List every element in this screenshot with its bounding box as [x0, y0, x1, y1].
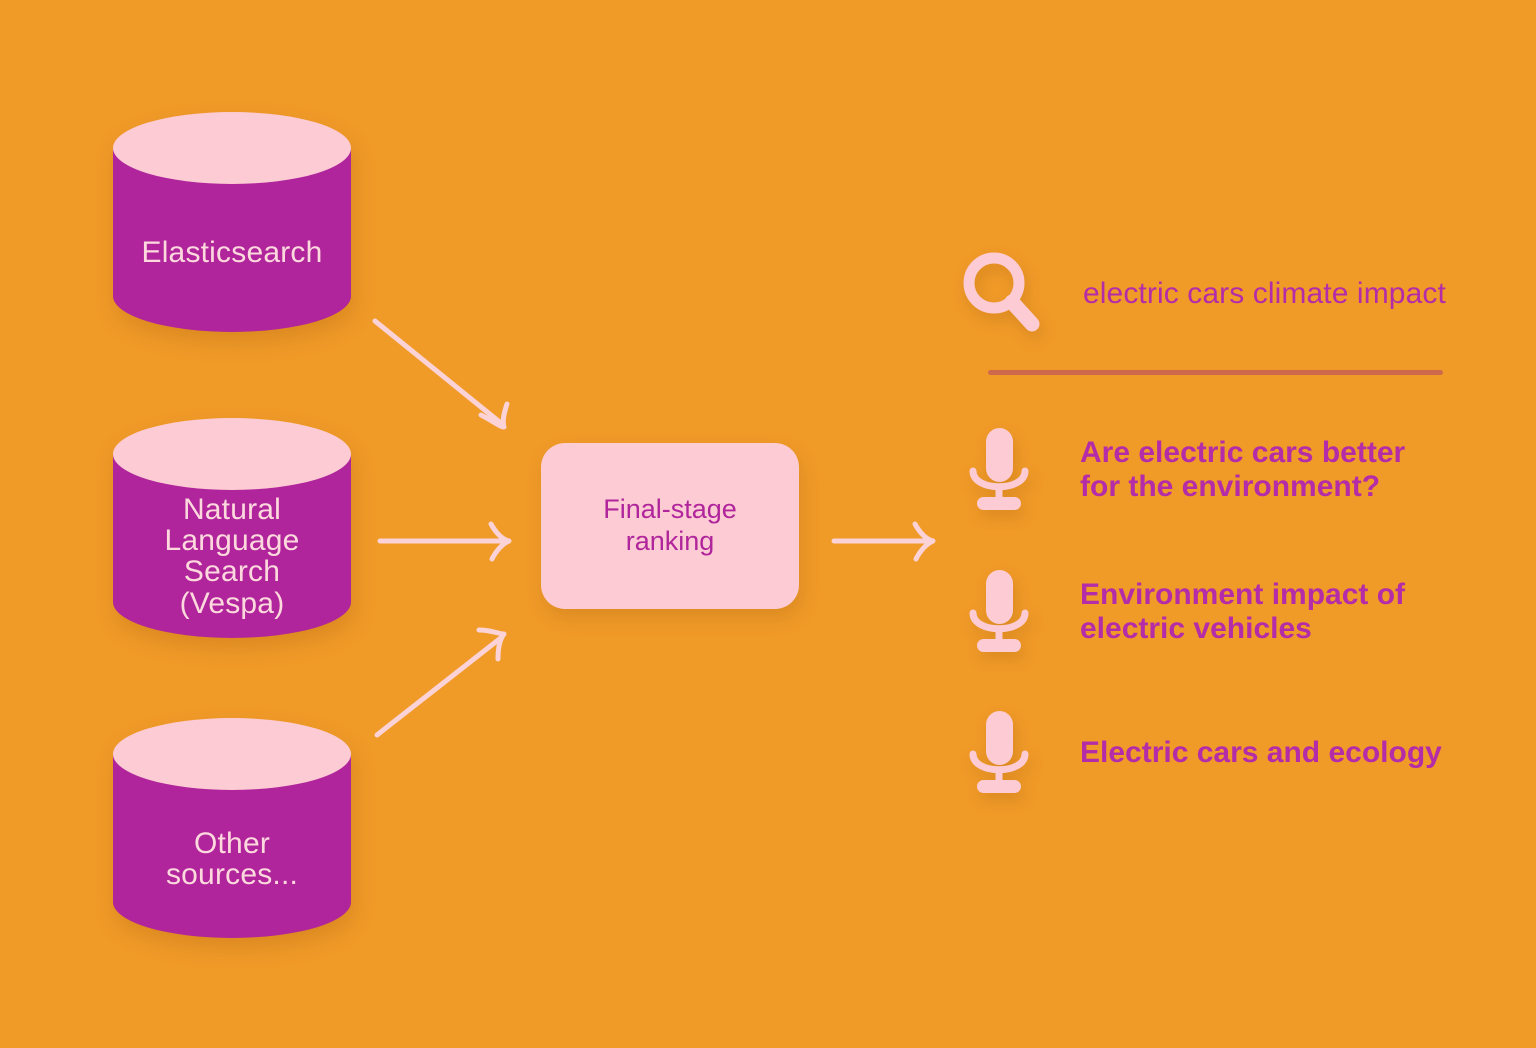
microphone-icon[interactable]	[963, 424, 1035, 516]
arrow-elasticsearch-to-ranking	[372, 318, 510, 430]
cylinder-label: Other sources...	[165, 827, 299, 892]
cylinder-label: Natural Language Search (Vespa)	[164, 493, 300, 620]
final-stage-ranking-label: Final-stage ranking	[603, 494, 737, 556]
arrow-other-sources-to-ranking	[374, 627, 507, 738]
result-text: Environment impact of electric vehicles	[1080, 577, 1406, 646]
cylinder-top-ellipse	[113, 418, 351, 490]
search-query-row[interactable]: electric cars climate impact	[963, 248, 1483, 340]
source-cylinder-other-sources: Other sources...	[113, 718, 351, 938]
cylinder-top-ellipse	[113, 718, 351, 790]
result-text: Electric cars and ecology	[1080, 735, 1442, 769]
final-stage-ranking-box[interactable]: Final-stage ranking	[541, 443, 799, 609]
microphone-icon[interactable]	[963, 707, 1035, 799]
microphone-icon[interactable]	[963, 566, 1035, 658]
result-row-1[interactable]: Are electric cars better for the environ…	[963, 420, 1483, 520]
search-icon[interactable]	[963, 250, 1041, 338]
cylinder-top-ellipse	[113, 112, 351, 184]
source-cylinder-natural-language-search: Natural Language Search (Vespa)	[113, 418, 351, 638]
result-row-3[interactable]: Electric cars and ecology	[963, 703, 1483, 803]
search-query-text: electric cars climate impact	[1083, 277, 1446, 310]
result-row-2[interactable]: Environment impact of electric vehicles	[963, 562, 1483, 662]
cylinder-label: Elasticsearch	[141, 236, 323, 269]
arrow-nls-to-ranking	[377, 521, 512, 562]
arrow-ranking-to-results	[831, 521, 936, 562]
results-divider	[988, 370, 1443, 375]
source-cylinder-elasticsearch: Elasticsearch	[113, 112, 351, 332]
result-text: Are electric cars better for the environ…	[1080, 435, 1406, 504]
